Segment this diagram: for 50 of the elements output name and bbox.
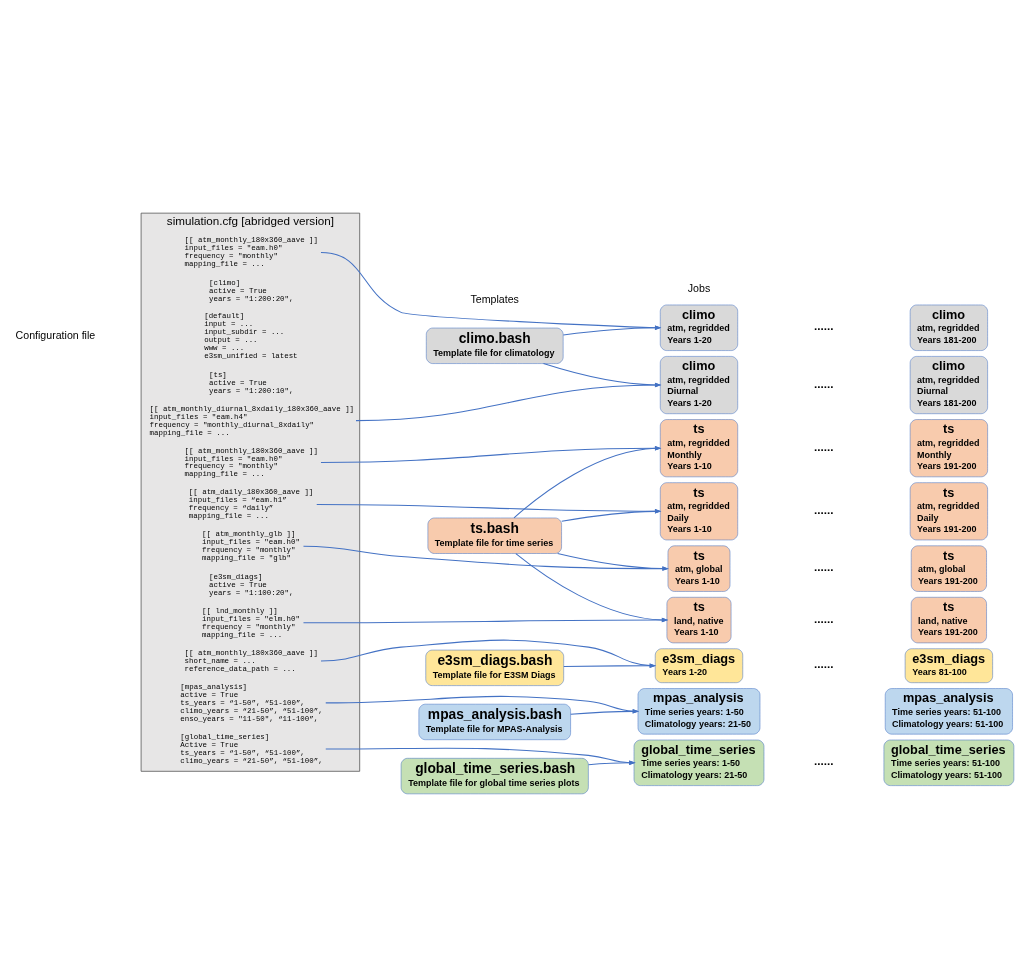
arrow xyxy=(319,445,661,464)
arrow xyxy=(514,553,668,623)
node-box: ts atm, regridded Monthly Years 191-200 xyxy=(909,419,988,478)
node-box: e3sm_diags Years 1-20 xyxy=(654,648,743,683)
label: ...... xyxy=(813,439,834,453)
label: ...... xyxy=(813,319,834,333)
arrow xyxy=(562,663,656,668)
node-box: ts land, native Years 1-10 xyxy=(666,597,731,644)
arrow xyxy=(542,363,661,388)
arrow xyxy=(319,639,656,668)
node-box: climo atm, regridded Years 181-200 xyxy=(909,304,988,351)
label: ...... xyxy=(813,376,834,390)
arrow xyxy=(556,553,669,571)
node-box: ts atm, global Years 191-200 xyxy=(910,545,987,592)
label: ...... xyxy=(813,754,834,768)
arrow xyxy=(569,709,639,715)
node-box: global_time_series Time series years: 1-50 Climatology years: 21-50 xyxy=(633,739,764,786)
label: Jobs xyxy=(687,282,710,295)
node-box: mpas_analysis Time series years: 51-100 Climatology years: 51-100 xyxy=(884,688,1013,735)
node-box: ts land, native Years 191-200 xyxy=(910,597,987,644)
node-box: ts atm, regridded Daily Years 191-200 xyxy=(909,482,988,541)
node-box: ts atm, global Years 1-10 xyxy=(667,545,730,592)
node-box: e3sm_diags Years 81-100 xyxy=(904,648,993,683)
node-box: climo atm, regridded Years 1-20 xyxy=(659,304,738,351)
node-box: ts.bash Template file for time series xyxy=(427,517,562,554)
node-box: e3sm_diags.bash Template file for E3SM Diags xyxy=(425,649,564,686)
label: Templates xyxy=(470,292,519,305)
node-box: climo atm, regridded Diurnal Years 181-200 xyxy=(909,356,988,414)
label: ...... xyxy=(813,657,834,671)
label: ...... xyxy=(813,560,834,574)
label: ...... xyxy=(813,502,834,516)
arrow xyxy=(354,382,661,422)
node-box: global_time_series.bash Template file for global time series plots xyxy=(400,758,589,795)
node-box: global_time_series Time series years: 51-100 Climatology years: 51-100 xyxy=(883,739,1014,786)
label: ...... xyxy=(813,611,834,625)
node-box: climo.bash Template file for climatology xyxy=(425,327,563,364)
arrow xyxy=(315,503,661,514)
label: Configuration file xyxy=(15,328,95,341)
node-box: ts atm, regridded Monthly Years 1-10 xyxy=(659,419,738,478)
arrow xyxy=(319,251,661,330)
arrow xyxy=(302,617,668,624)
arrow xyxy=(513,446,661,519)
node-box: mpas_analysis.bash Template file for MPAS-Analysis xyxy=(418,703,571,740)
arrow xyxy=(302,545,669,571)
node-box: climo atm, regridded Diurnal Years 1-20 xyxy=(659,356,738,414)
node-box: ts atm, regridded Daily Years 1-10 xyxy=(659,482,738,541)
arrow xyxy=(324,695,639,714)
node-box: mpas_analysis Time series years: 1-50 Climatology years: 21-50 xyxy=(637,688,760,735)
arrow xyxy=(562,325,661,336)
arrow xyxy=(560,509,661,522)
